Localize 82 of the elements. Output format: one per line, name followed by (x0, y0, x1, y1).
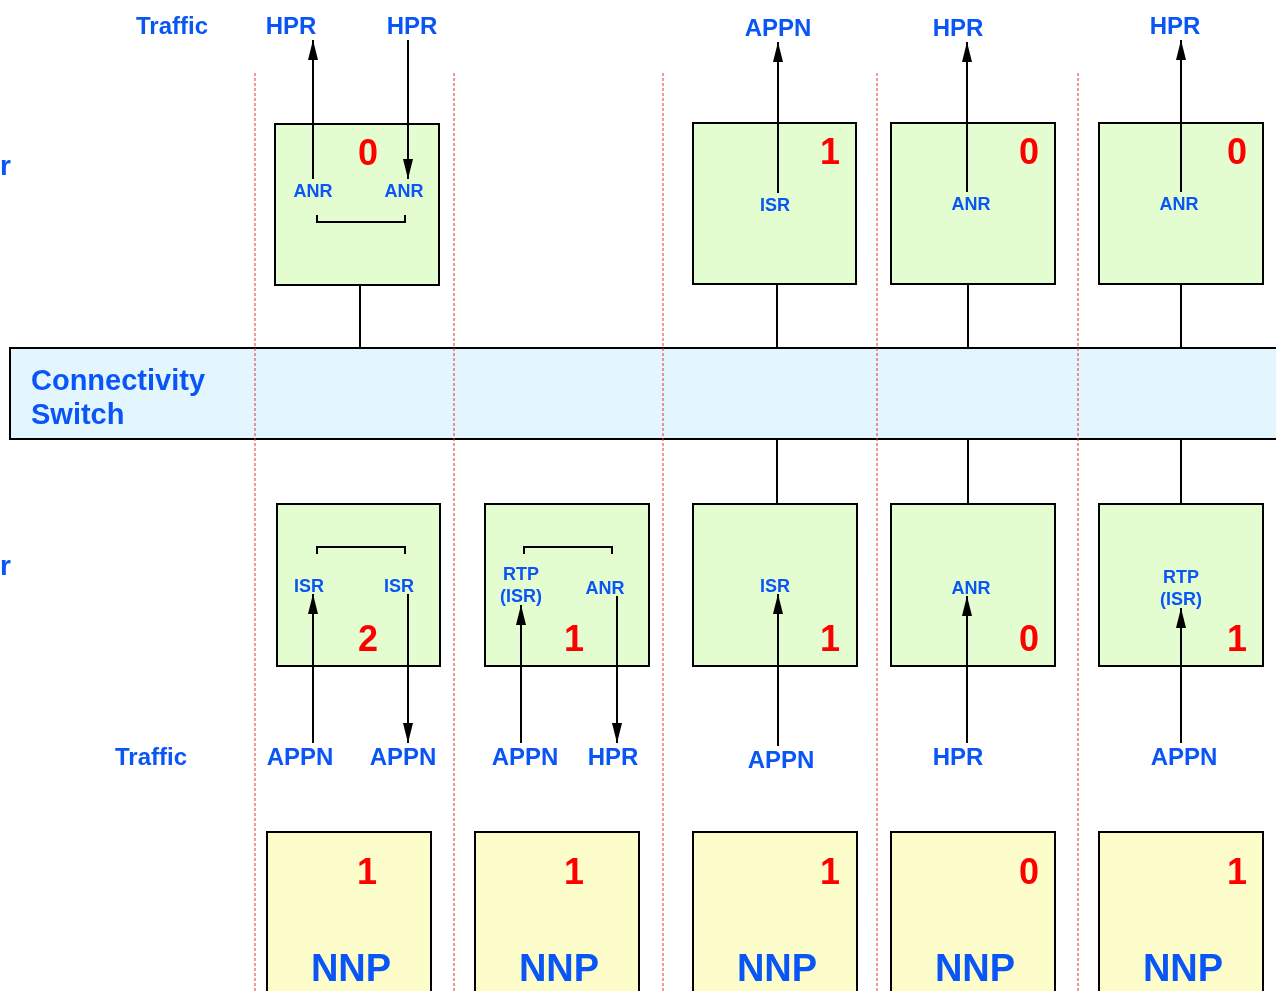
node-number: 1 (1227, 852, 1247, 892)
traffic-label: Traffic (136, 12, 209, 40)
node-box (692, 122, 857, 285)
arrow (612, 595, 622, 744)
node-number: 1 (820, 132, 840, 172)
node-number: 1 (1227, 619, 1247, 659)
arrow (516, 604, 526, 744)
function-label: ISR (757, 195, 793, 215)
protocol-label: HPR (1140, 12, 1210, 40)
function-label: ANR (949, 578, 993, 598)
node-number: 0 (1019, 852, 1039, 892)
nnp-box (692, 831, 858, 991)
function-label: ANR (949, 194, 993, 214)
nnp-label: NNP (518, 947, 600, 989)
protocol-label: APPN (743, 746, 819, 774)
node-box (890, 122, 1056, 285)
function-label: ISR (291, 576, 327, 596)
nnp-label: NNP (310, 947, 392, 989)
protocol-label: APPN (1146, 743, 1222, 771)
connector-line (1180, 439, 1182, 504)
node-box (692, 503, 858, 667)
protocol-label: APPN (738, 14, 818, 42)
arrow (403, 593, 413, 744)
protocol-label: HPR (377, 12, 447, 40)
connector-line (776, 439, 778, 504)
arrow (962, 595, 972, 744)
connector-line (1180, 284, 1182, 348)
arrow (773, 41, 783, 194)
node-number: 1 (564, 852, 584, 892)
arrow (403, 39, 413, 180)
traffic-label: Traffic (115, 743, 188, 771)
node-box (484, 503, 650, 667)
connector-line (776, 284, 778, 348)
nnp-box (266, 831, 432, 991)
function-label: ANR (291, 181, 335, 201)
function-label: ANR (583, 578, 627, 598)
connector-line (359, 285, 361, 348)
arrow (773, 593, 783, 747)
switch-band (9, 347, 1276, 440)
nnp-box (1098, 831, 1264, 991)
node-box (1098, 503, 1264, 667)
function-label: RTP (ISR) (496, 563, 546, 607)
arrow (1176, 39, 1186, 193)
protocol-label: HPR (256, 12, 326, 40)
connector-line (967, 439, 969, 504)
node-number: 0 (358, 133, 378, 173)
function-label: ANR (382, 181, 426, 201)
node-box (276, 503, 441, 667)
node-number: 1 (820, 852, 840, 892)
node-number: 0 (1019, 619, 1039, 659)
function-label: ISR (381, 576, 417, 596)
node-number: 1 (564, 619, 584, 659)
protocol-label: HPR (923, 14, 993, 42)
protocol-label: HPR (923, 743, 993, 771)
nnp-label: NNP (1142, 947, 1224, 989)
node-number: 1 (357, 852, 377, 892)
protocol-label: APPN (487, 743, 563, 771)
nnp-box (474, 831, 640, 991)
arrow (1176, 607, 1186, 744)
node-box (890, 503, 1056, 667)
function-label: ISR (757, 576, 793, 596)
traffic-label: r (0, 550, 11, 582)
arrow (962, 41, 972, 193)
arrow (308, 593, 318, 744)
node-number: 0 (1227, 132, 1247, 172)
arrow (308, 39, 318, 180)
node-number: 2 (358, 619, 378, 659)
nnp-label: NNP (736, 947, 818, 989)
node-number: 0 (1019, 132, 1039, 172)
traffic-label: r (0, 150, 11, 182)
node-box (274, 123, 440, 286)
node-box (1098, 122, 1264, 285)
node-number: 1 (820, 619, 840, 659)
nnp-box (890, 831, 1056, 991)
protocol-label: APPN (365, 743, 441, 771)
protocol-label: HPR (578, 743, 648, 771)
function-label: ANR (1157, 194, 1201, 214)
connector-line (967, 284, 969, 348)
nnp-label: NNP (934, 947, 1016, 989)
function-label: RTP (ISR) (1156, 566, 1206, 610)
protocol-label: APPN (262, 743, 338, 771)
switch-label: Connectivity Switch (31, 363, 207, 431)
